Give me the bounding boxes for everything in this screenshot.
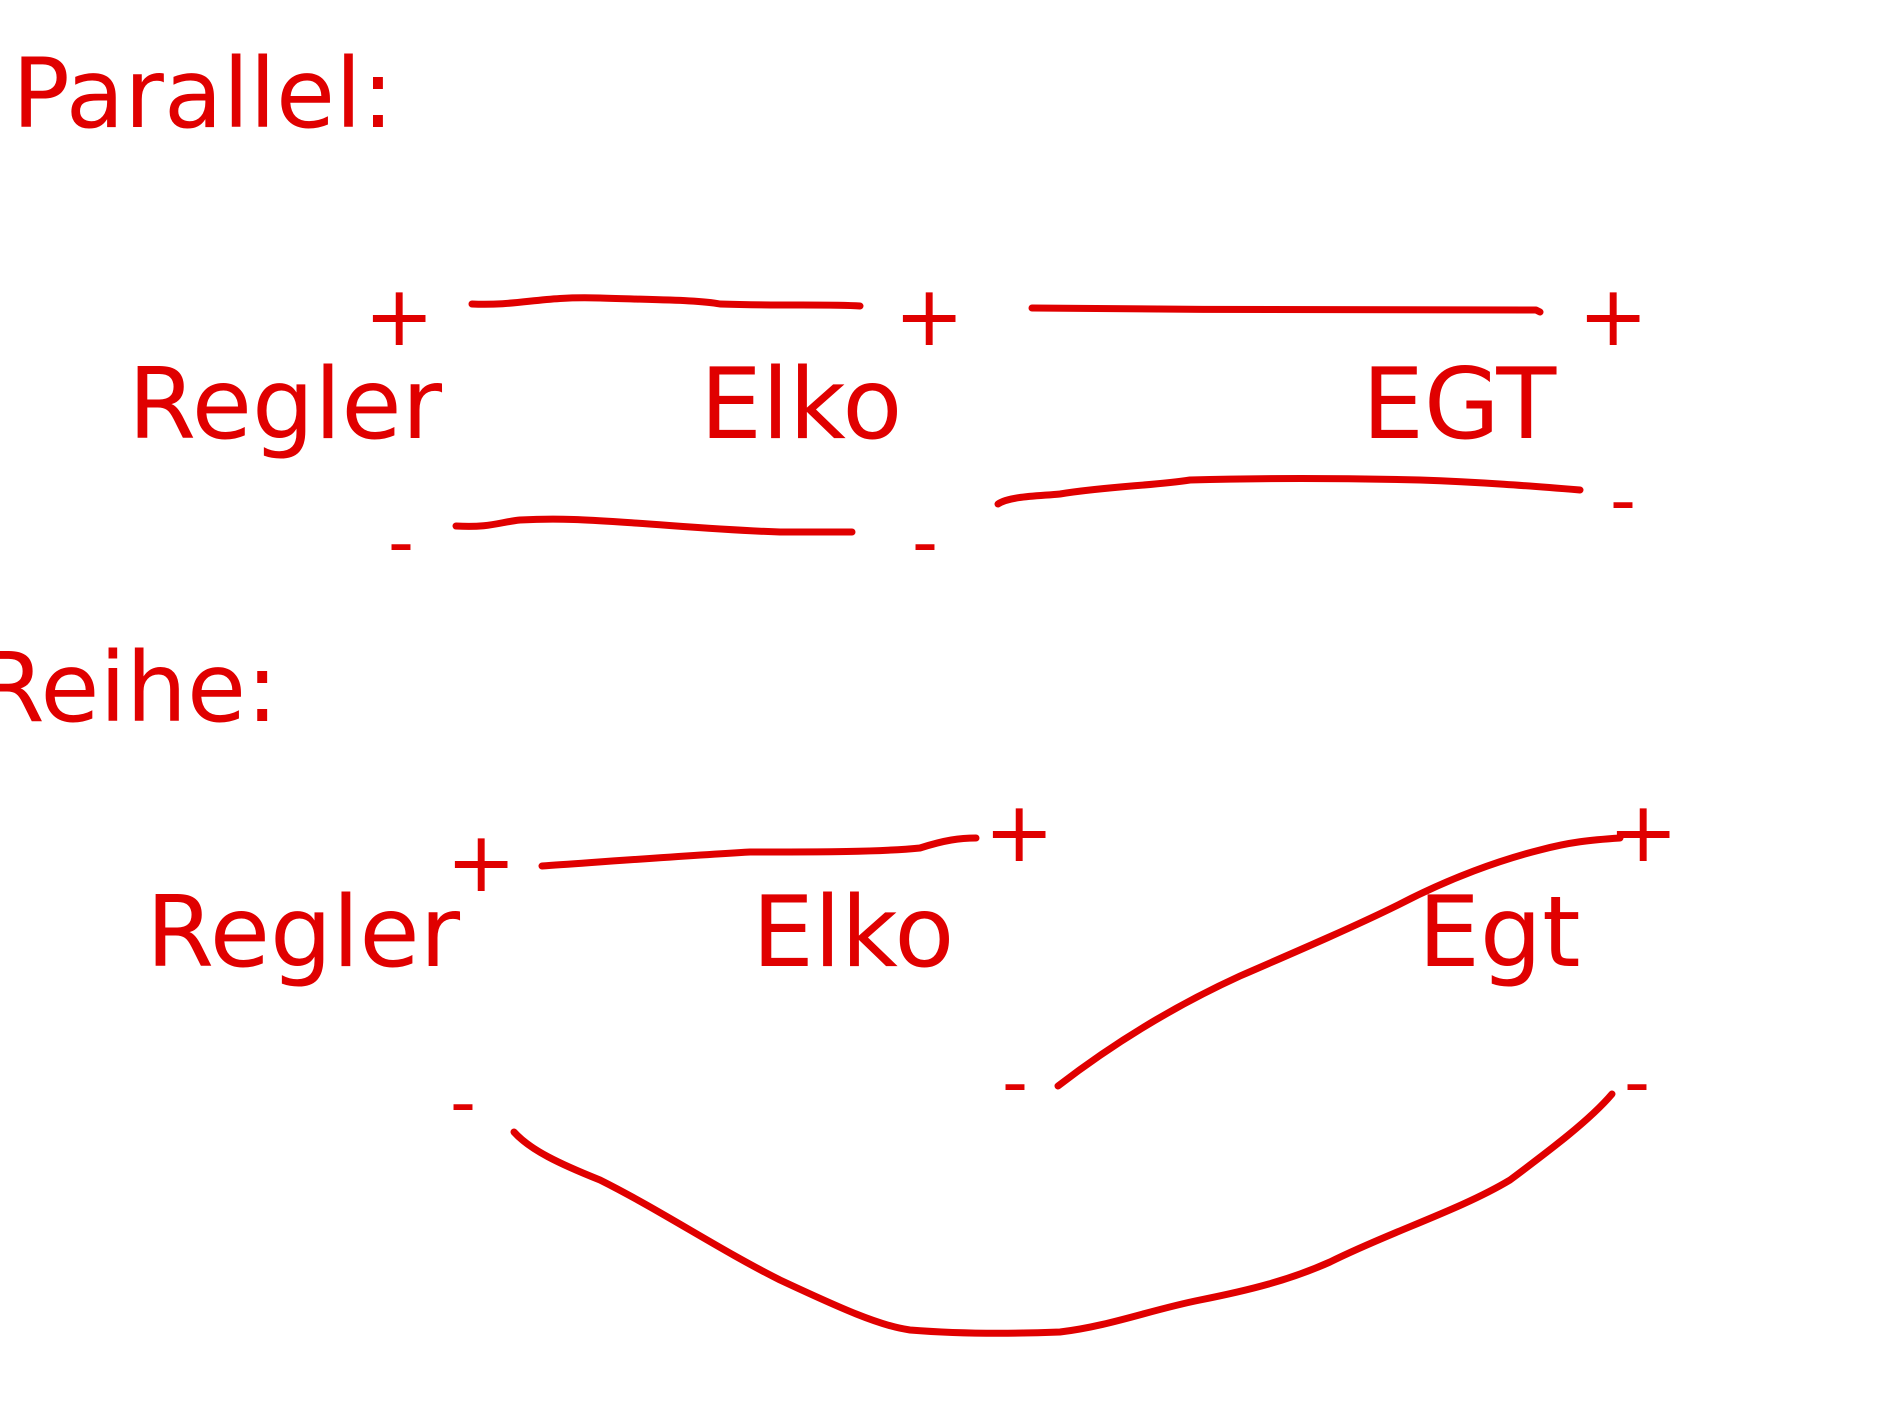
parallel-egt-minus: - <box>1610 458 1636 542</box>
reihe-elko-plus: + <box>984 783 1055 881</box>
reihe-regler-minus: - <box>450 1060 476 1144</box>
parallel-regler-label: Regler <box>128 348 443 462</box>
reihe-regler-plus: + <box>446 813 517 911</box>
wire-reihe-elko-minus-to-egt-plus <box>1054 834 1624 1090</box>
reihe-egt-minus: - <box>1624 1040 1650 1124</box>
reihe-elko-label: Elko <box>752 876 955 990</box>
parallel-heading: Parallel: <box>12 38 395 150</box>
reihe-heading: Reihe: <box>0 632 279 744</box>
parallel-regler-minus: - <box>388 500 414 584</box>
wire-parallel-elko-minus-to-egt-minus <box>994 475 1584 508</box>
parallel-elko-minus: - <box>912 500 938 584</box>
wire-reihe-regler-plus-to-elko-plus <box>538 834 980 870</box>
parallel-elko-label: Elko <box>700 348 903 462</box>
wire-parallel-elko-plus-to-egt-plus <box>1028 304 1544 316</box>
reihe-egt-label: Egt <box>1418 876 1581 990</box>
wire-reihe-regler-minus-to-egt-minus <box>510 1090 1616 1337</box>
parallel-egt-plus: + <box>1578 267 1649 365</box>
parallel-elko-plus: + <box>894 267 965 365</box>
parallel-regler-plus: + <box>364 267 435 365</box>
reihe-egt-plus: + <box>1608 783 1679 881</box>
reihe-elko-minus: - <box>1002 1040 1028 1124</box>
wire-parallel-regler-plus-to-elko-plus <box>468 294 864 310</box>
reihe-regler-label: Regler <box>146 876 461 990</box>
wire-parallel-regler-minus-to-elko-minus <box>452 515 856 536</box>
parallel-egt-label: EGT <box>1362 348 1557 462</box>
